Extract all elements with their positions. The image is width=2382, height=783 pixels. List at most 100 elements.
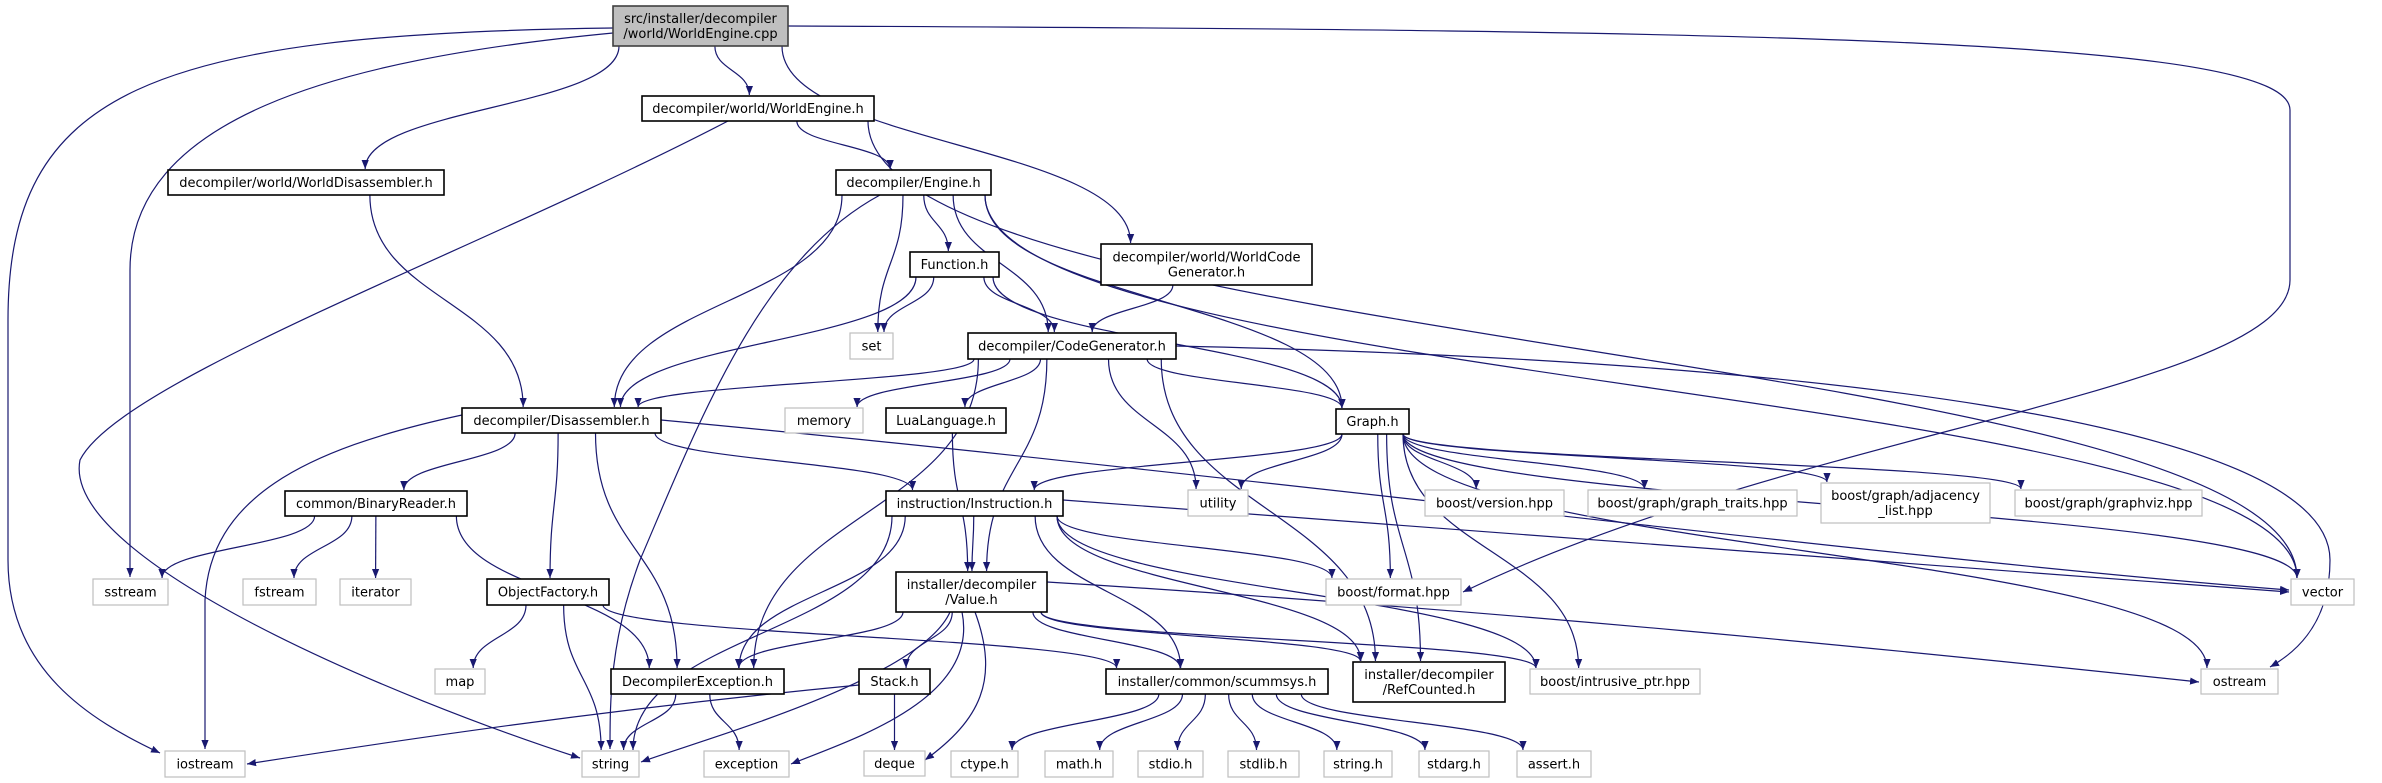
edge-val-to-rc	[1040, 611, 1364, 662]
edge-dis-to-br	[400, 432, 516, 491]
node-label: vector	[2302, 586, 2344, 601]
node-label: map	[446, 675, 475, 690]
node-mh: math.h	[1044, 750, 1114, 778]
node-dq: deque	[863, 750, 926, 777]
edge-wd-to-dis	[369, 194, 527, 408]
node-set: set	[849, 332, 894, 360]
node-lua[interactable]: LuaLanguage.h	[885, 407, 1007, 434]
edge-graph-to-util	[1237, 433, 1343, 490]
node-mem: memory	[784, 407, 864, 434]
node-box	[895, 571, 1048, 613]
edge-val-to-de	[735, 611, 904, 669]
edge-graph-to-ip	[1402, 433, 1583, 669]
node-br[interactable]: common/BinaryReader.h	[284, 490, 468, 517]
node-val[interactable]: installer/decompiler/Value.h	[895, 571, 1048, 613]
edge-cg-to-os	[1175, 345, 2331, 668]
edge-val-to-stk	[902, 611, 953, 669]
node-de[interactable]: DecompilerException.h	[610, 668, 785, 695]
node-label: stdlib.h	[1240, 758, 1288, 773]
node-ins[interactable]: instruction/Instruction.h	[885, 490, 1064, 517]
edge-of-to-str	[563, 604, 605, 751]
node-label: /Value.h	[945, 593, 997, 608]
node-os: ostream	[2200, 668, 2279, 695]
edge-sc-to-mh	[1096, 693, 1184, 751]
node-sc[interactable]: installer/common/scummsys.h	[1105, 668, 1329, 695]
node-label: sstream	[104, 586, 156, 601]
edge-ins-to-val	[968, 515, 976, 572]
node-label: LuaLanguage.h	[896, 414, 996, 429]
node-wd[interactable]: decompiler/world/WorldDisassembler.h	[167, 169, 445, 196]
node-dis[interactable]: decompiler/Disassembler.h	[461, 407, 662, 434]
node-box	[1516, 750, 1592, 778]
node-box	[835, 169, 992, 196]
node-sa: stdarg.h	[1418, 750, 1490, 778]
node-gt: boost/graph/graph_traits.hpp	[1587, 489, 1798, 517]
node-label: stdarg.h	[1427, 758, 1481, 773]
node-fn[interactable]: Function.h	[909, 251, 1000, 278]
node-fs: fstream	[242, 578, 317, 606]
edge-graph-to-gv	[1402, 433, 2025, 490]
node-box	[784, 407, 864, 434]
node-eng[interactable]: decompiler/Engine.h	[835, 169, 992, 196]
edge-eng-to-set	[874, 194, 904, 333]
node-label: assert.h	[1528, 758, 1580, 773]
node-label: _list.hpp	[1877, 504, 1932, 519]
node-root[interactable]: src/installer/decompiler/world/WorldEngi…	[612, 5, 789, 47]
edge-sc-to-ct	[1008, 693, 1160, 751]
edge-val-to-str	[640, 611, 951, 763]
node-as: assert.h	[1516, 750, 1592, 778]
node-we[interactable]: decompiler/world/WorldEngine.h	[641, 95, 875, 122]
node-box	[2200, 668, 2279, 695]
node-label: string	[592, 758, 629, 773]
edge-val-to-sc	[1032, 611, 1184, 669]
node-label: iterator	[351, 586, 400, 601]
node-vec: vector	[2290, 578, 2355, 606]
node-label: /RefCounted.h	[1383, 683, 1476, 698]
node-box	[1418, 750, 1490, 778]
node-label: fstream	[254, 586, 304, 601]
node-label: math.h	[1056, 758, 1102, 773]
node-box	[1820, 482, 1991, 524]
node-sh: string.h	[1323, 750, 1393, 778]
node-box	[950, 750, 1019, 778]
node-of[interactable]: ObjectFactory.h	[486, 578, 610, 606]
edge-dis-to-ins	[654, 432, 917, 491]
node-ver: boost/version.hpp	[1424, 489, 1565, 517]
node-label: boost/version.hpp	[1436, 497, 1553, 512]
node-label: installer/decompiler	[907, 578, 1037, 593]
edge-of-to-sc	[602, 604, 1121, 669]
edge-cg-to-dis	[634, 358, 975, 408]
edge-we-to-vec	[867, 120, 2301, 579]
node-label: ObjectFactory.h	[498, 586, 598, 601]
node-graph[interactable]: Graph.h	[1335, 408, 1410, 435]
edge-graph-to-rc	[1386, 433, 1425, 662]
edge-eng-to-dis	[610, 194, 843, 408]
node-box	[1352, 661, 1506, 703]
edge-sc-to-as	[1300, 693, 1527, 751]
node-cg[interactable]: decompiler/CodeGenerator.h	[967, 332, 1177, 360]
node-sio: stdio.h	[1137, 750, 1204, 778]
node-label: installer/decompiler	[1364, 668, 1494, 683]
edge-sc-to-sa	[1275, 693, 1429, 751]
node-label: decompiler/world/WorldDisassembler.h	[179, 176, 433, 191]
edge-graph-to-gt	[1402, 433, 1649, 490]
node-label: boost/graph/adjacency	[1831, 489, 1980, 504]
node-label: exception	[715, 758, 779, 773]
edge-val-to-exc	[790, 611, 965, 765]
edge-eng-to-cg	[952, 194, 1052, 333]
node-label: decompiler/world/WorldCode	[1113, 251, 1301, 266]
node-label: Function.h	[921, 258, 989, 273]
node-it: iterator	[339, 578, 412, 606]
node-box	[461, 407, 662, 434]
node-box	[885, 407, 1007, 434]
node-box	[641, 95, 875, 122]
node-exc: exception	[703, 750, 790, 778]
edge-stk-to-io	[246, 684, 860, 767]
edge-dis-to-de	[594, 432, 681, 669]
node-stk[interactable]: Stack.h	[858, 668, 931, 695]
edge-cg-to-util	[1107, 358, 1200, 490]
node-rc[interactable]: installer/decompiler/RefCounted.h	[1352, 661, 1506, 703]
node-fmt: boost/format.hpp	[1325, 578, 1462, 606]
